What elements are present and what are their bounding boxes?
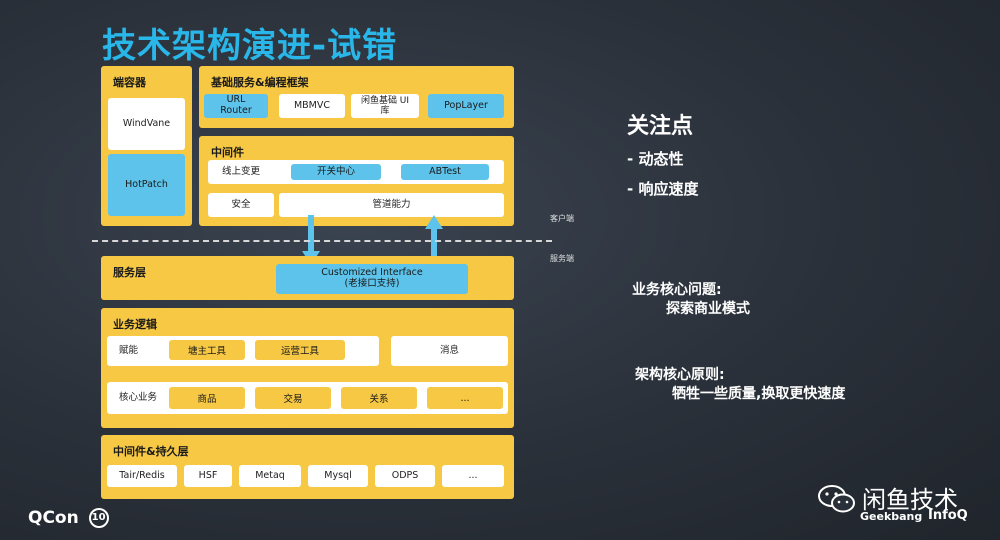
- hotpatch-box: HotPatch: [108, 154, 185, 216]
- pipeline-box: 管道能力: [279, 193, 504, 217]
- business-logic-panel: 业务逻辑 赋能 塘主工具 运营工具 消息 核心业务 商品 交易 关系 ...: [101, 308, 514, 428]
- business-problem-text: 探索商业模式: [666, 301, 750, 317]
- base-services-header: 基础服务&编程框架: [211, 76, 309, 89]
- service-layer-panel: 服务层 Customized Interface (老接口支持): [101, 256, 514, 300]
- message-box: 消息: [391, 336, 508, 366]
- url-router-label: URL Router: [220, 94, 252, 116]
- online-change-label: 线上变更: [222, 165, 261, 177]
- service-layer-header: 服务层: [113, 266, 146, 279]
- relation-chip: 关系: [341, 387, 417, 409]
- ui-lib-box: 闲鱼基础 UI库: [351, 94, 419, 118]
- arch-principle-text: 牺牲一些质量,换取更快速度: [672, 386, 846, 402]
- goods-chip: 商品: [169, 387, 245, 409]
- arch-principle-title: 架构核心原则:: [635, 367, 725, 383]
- business-logic-header: 业务逻辑: [113, 318, 157, 331]
- qcon-ten-icon: 10: [88, 508, 109, 528]
- qcon-text: QCon: [28, 508, 79, 528]
- more-chip: ...: [427, 387, 503, 409]
- persist-more-box: ...: [442, 465, 504, 487]
- container-header: 端容器: [113, 76, 146, 89]
- base-services-panel: 基础服务&编程框架 URL Router MBMVC 闲鱼基础 UI库 PopL…: [199, 66, 514, 128]
- client-server-divider: [92, 240, 552, 242]
- poplayer-box: PopLayer: [428, 94, 504, 118]
- middleware-header: 中间件: [211, 146, 244, 159]
- customized-interface-box: Customized Interface (老接口支持): [276, 264, 468, 294]
- customized-interface-title: Customized Interface: [321, 267, 423, 279]
- ui-lib-label: 闲鱼基础 UI库: [360, 95, 410, 116]
- infoq-logo: InfoQ: [928, 508, 968, 523]
- client-label: 客户端: [550, 214, 574, 223]
- focus-item-speed: - 响应速度: [627, 180, 699, 198]
- up-arrow-icon: [425, 215, 443, 265]
- windvane-box: WindVane: [108, 98, 185, 150]
- persistence-panel: 中间件&持久层 Tair/Redis HSF Metaq Mysql ODPS …: [101, 435, 514, 499]
- mysql-box: Mysql: [308, 465, 368, 487]
- odps-box: ODPS: [375, 465, 435, 487]
- metaq-box: Metaq: [239, 465, 301, 487]
- wechat-icon: [818, 485, 855, 513]
- mbmvc-box: MBMVC: [279, 94, 345, 118]
- qcon-logo: QCon 10: [28, 508, 109, 528]
- focus-title: 关注点: [627, 114, 694, 139]
- empower-label: 赋能: [119, 344, 139, 356]
- abtest-box: ABTest: [401, 164, 489, 180]
- security-box: 安全: [208, 193, 274, 217]
- page-title: 技术架构演进-试错: [102, 26, 398, 66]
- persistence-header: 中间件&持久层: [113, 445, 189, 458]
- core-business-label: 核心业务: [119, 391, 158, 403]
- middleware-panel: 中间件 线上变更 开关中心 ABTest 安全 管道能力: [199, 136, 514, 226]
- geekbang-logo: Geekbang: [860, 510, 923, 523]
- shop-tool-chip: 塘主工具: [169, 340, 245, 360]
- xianyu-brand-text: 闲鱼技术: [862, 486, 958, 514]
- focus-item-dynamic: - 动态性: [627, 150, 684, 168]
- trade-chip: 交易: [255, 387, 331, 409]
- url-router-box: URL Router: [204, 94, 268, 118]
- switch-center-box: 开关中心: [291, 164, 381, 180]
- server-label: 服务端: [550, 254, 574, 263]
- ops-tool-chip: 运营工具: [255, 340, 345, 360]
- customized-interface-sub: (老接口支持): [344, 278, 400, 289]
- tair-redis-box: Tair/Redis: [107, 465, 177, 487]
- hsf-box: HSF: [184, 465, 232, 487]
- business-problem-title: 业务核心问题:: [632, 282, 722, 298]
- container-panel: 端容器 WindVane HotPatch: [101, 66, 192, 226]
